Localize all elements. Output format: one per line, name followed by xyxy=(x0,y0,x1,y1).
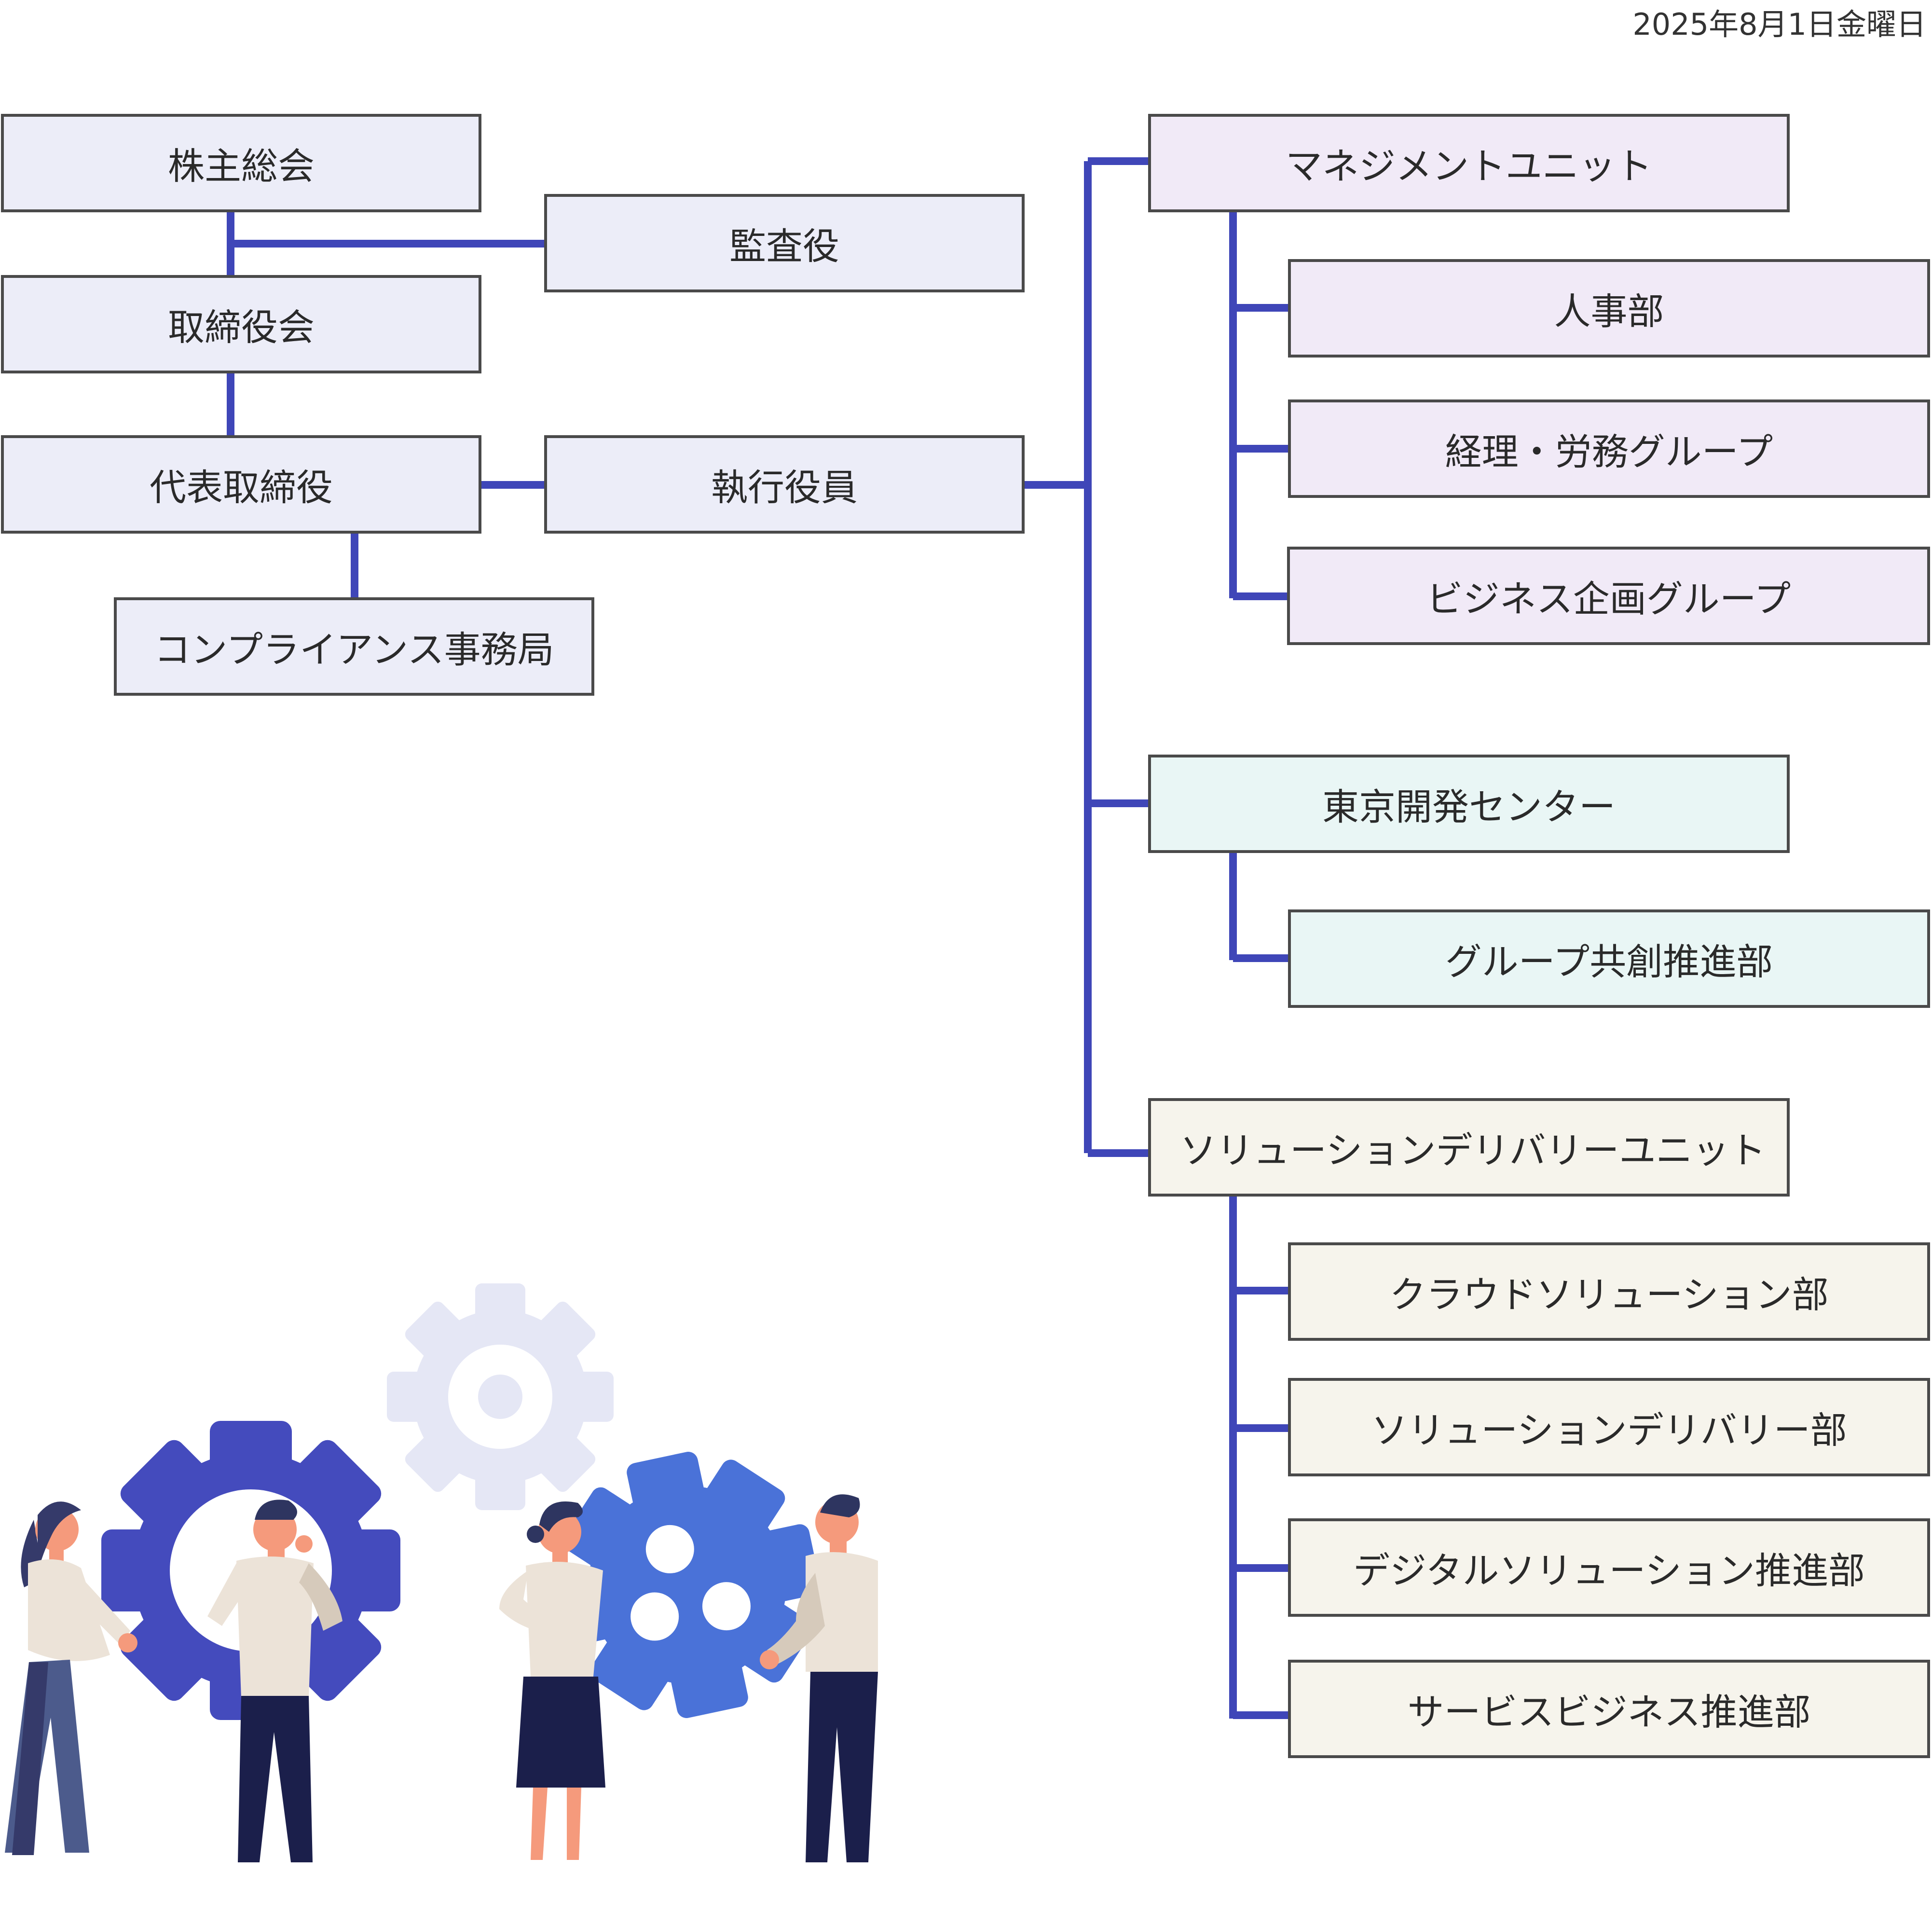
solution-delivery-dept-box: ソリューションデリバリー部 xyxy=(1288,1378,1930,1476)
auditor-box: 監査役 xyxy=(544,194,1025,292)
hr-dept-label: 人事部 xyxy=(1554,290,1664,333)
blue-gear-icon xyxy=(554,1452,821,1718)
tokyo-center-box: 東京開発センター xyxy=(1148,755,1790,853)
man-right-figure xyxy=(760,1494,878,1862)
man-thinking-figure xyxy=(207,1500,343,1862)
ceo-label: 代表取締役 xyxy=(150,466,333,509)
board-box: 取締役会 xyxy=(1,275,481,373)
business-planning-group-box: ビジネス企画グループ xyxy=(1287,547,1930,645)
group-co-creation-dept-label: グループ共創推進部 xyxy=(1445,940,1773,983)
woman-left-figure xyxy=(5,1501,137,1855)
group-co-creation-dept-box: グループ共創推進部 xyxy=(1288,909,1930,1008)
tokyo-center-label: 東京開発センター xyxy=(1322,785,1616,828)
accounting-group-label: 経理・労務グループ xyxy=(1445,430,1773,473)
ceo-box: 代表取締役 xyxy=(1,435,481,534)
management-unit-label: マネジメントユニット xyxy=(1286,145,1652,188)
digital-solution-dept-box: デジタルソリューション推進部 xyxy=(1288,1518,1930,1617)
hr-dept-box: 人事部 xyxy=(1288,259,1930,358)
cloud-solution-dept-box: クラウドソリューション部 xyxy=(1288,1242,1930,1341)
executives-box: 執行役員 xyxy=(544,435,1025,534)
shareholders-label: 株主総会 xyxy=(168,145,315,188)
service-business-dept-box: サービスビジネス推進部 xyxy=(1288,1660,1930,1758)
service-business-dept-label: サービスビジネス推進部 xyxy=(1407,1691,1811,1734)
woman-center-figure xyxy=(499,1501,605,1860)
solution-delivery-dept-label: ソリューションデリバリー部 xyxy=(1371,1409,1847,1452)
solution-unit-box: ソリューションデリバリーユニット xyxy=(1148,1098,1790,1197)
business-planning-group-label: ビジネス企画グループ xyxy=(1426,578,1791,620)
accounting-group-box: 経理・労務グループ xyxy=(1288,399,1930,498)
shareholders-box: 株主総会 xyxy=(1,114,481,212)
auditor-label: 監査役 xyxy=(729,225,839,268)
digital-solution-dept-label: デジタルソリューション推進部 xyxy=(1353,1549,1865,1592)
management-unit-box: マネジメントユニット xyxy=(1148,114,1790,212)
compliance-label: コンプライアンス事務局 xyxy=(154,628,554,671)
cloud-solution-dept-label: クラウドソリューション部 xyxy=(1389,1273,1829,1316)
board-label: 取締役会 xyxy=(168,306,315,349)
compliance-box: コンプライアンス事務局 xyxy=(114,597,594,696)
executives-label: 執行役員 xyxy=(711,466,858,509)
date-label: 2025年8月1日金曜日 xyxy=(1632,7,1926,42)
solution-unit-label: ソリューションデリバリーユニット xyxy=(1180,1129,1766,1172)
gray-gear-icon xyxy=(387,1283,614,1510)
